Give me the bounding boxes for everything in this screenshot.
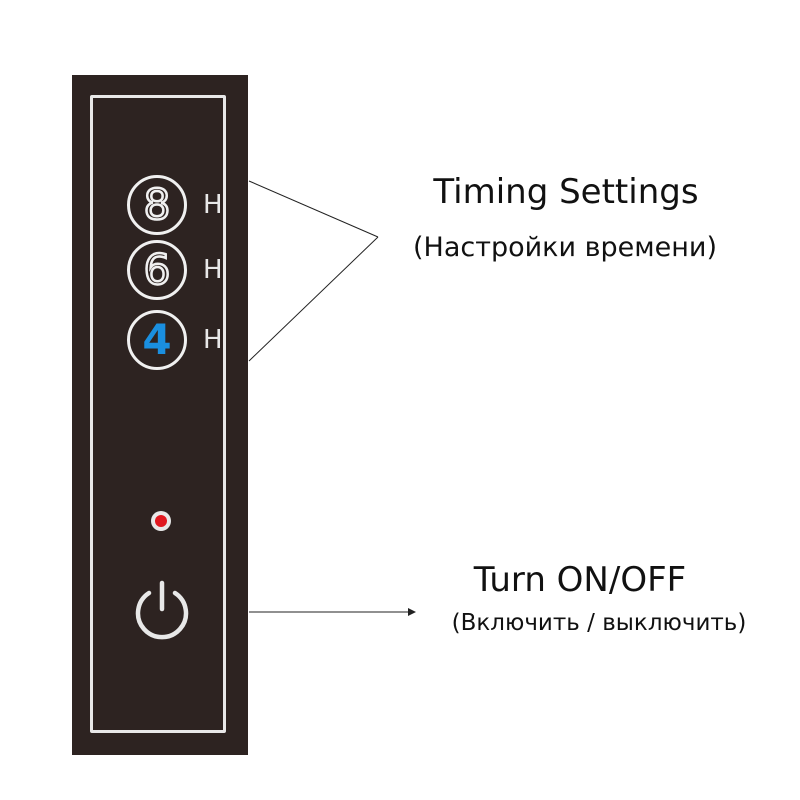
timer-8-unit: H [203, 190, 223, 220]
timer-button-4h[interactable]: 4 [127, 310, 187, 370]
led-indicator-icon [151, 511, 171, 531]
timer-4-value: 4 [142, 315, 172, 364]
timer-button-8h[interactable]: 8 [127, 175, 187, 235]
timer-8-value: 8 [142, 180, 171, 229]
power-icon [135, 580, 189, 640]
control-panel: 8 H 6 H 4 H [72, 75, 248, 755]
timer-6-value: 6 [142, 245, 171, 294]
timer-button-6h[interactable]: 6 [127, 240, 187, 300]
timing-settings-subtitle: (Настройки времени) [413, 232, 717, 263]
power-title: Turn ON/OFF [473, 560, 687, 600]
timer-4-unit: H [203, 325, 223, 355]
power-button[interactable] [127, 575, 197, 645]
timing-settings-title: Timing Settings [433, 172, 699, 212]
power-subtitle: (Включить / выключить) [451, 610, 747, 636]
timer-6-unit: H [203, 255, 223, 285]
panel-border [90, 95, 226, 733]
